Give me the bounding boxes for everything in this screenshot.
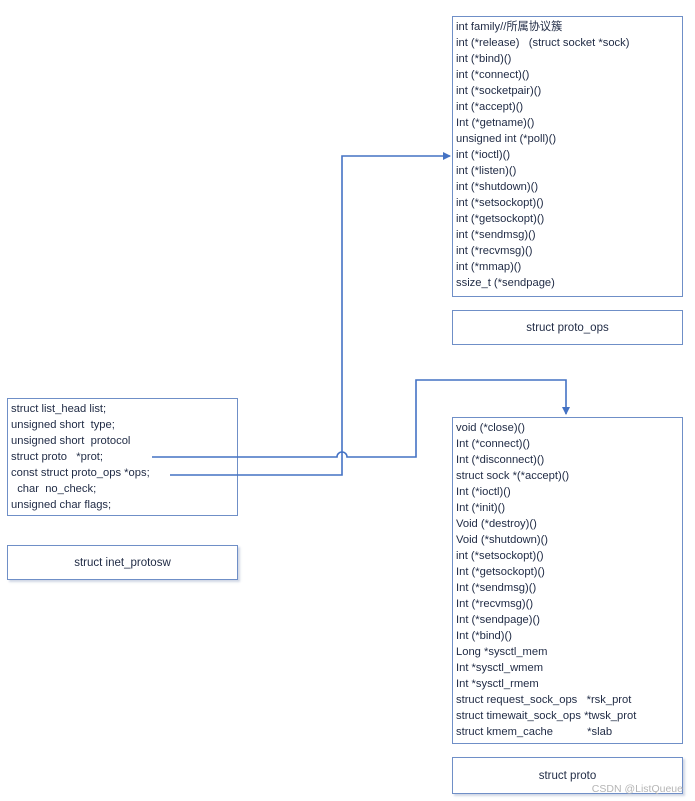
proto-field: struct timewait_sock_ops *twsk_prot xyxy=(456,710,637,722)
watermark: CSDN @ListQueue xyxy=(591,783,683,795)
proto-field: int (*setsockopt)() xyxy=(456,550,544,562)
proto-ops-field: int (*accept)() xyxy=(456,101,524,113)
ops-to-proto-ops-arrow xyxy=(170,152,451,476)
inet-protosw-field: struct proto *prot; xyxy=(11,451,104,463)
proto-ops-title-box: struct proto_ops xyxy=(452,310,683,345)
proto-field: Int (*connect)() xyxy=(456,438,530,450)
proto-field: struct sock *(*accept)() xyxy=(456,470,570,482)
inet-protosw-title: struct inet_protosw xyxy=(74,556,171,569)
proto-ops-field: int (*release) (struct socket *sock) xyxy=(456,37,630,49)
proto-ops-field: ssize_t (*sendpage) xyxy=(456,277,555,289)
proto-field: Int (*init)() xyxy=(456,502,506,514)
proto-field: Int (*ioctl)() xyxy=(456,486,511,498)
proto-field: Int (*bind)() xyxy=(456,630,512,642)
proto-field: struct request_sock_ops *rsk_prot xyxy=(456,694,632,706)
proto-ops-field-list: int family//所属协议簇 int (*release) (struct … xyxy=(453,17,682,291)
proto-field: Int (*sendmsg)() xyxy=(456,582,537,594)
proto-field: Int (*sendpage)() xyxy=(456,614,540,626)
proto-field-list: void (*close)() Int (*connect)() Int (*dis… xyxy=(453,418,682,740)
proto-title-box: struct proto xyxy=(452,757,683,794)
inet-protosw-field: unsigned char flags; xyxy=(11,499,112,511)
proto-field: Void (*destroy)() xyxy=(456,518,537,530)
proto-ops-field: int (*shutdown)() xyxy=(456,181,539,193)
proto-field: Int (*disconnect)() xyxy=(456,454,545,466)
inet-protosw-field: char no_check; xyxy=(11,483,97,495)
proto-field: Int (*getsockopt)() xyxy=(456,566,545,578)
inet-protosw-field: const struct proto_ops *ops; xyxy=(11,467,150,479)
prot-to-proto-arrow xyxy=(152,379,570,458)
proto-ops-fields-box: int family//所属协议簇 int (*release) (struct … xyxy=(452,16,683,297)
proto-ops-field: int (*sendmsg)() xyxy=(456,229,536,241)
proto-ops-field: unsigned int (*poll)() xyxy=(456,133,557,145)
proto-field: Int *sysctl_wmem xyxy=(456,662,544,674)
proto-ops-field: int (*getsockopt)() xyxy=(456,213,545,225)
inet-protosw-field: unsigned short protocol xyxy=(11,435,131,447)
proto-ops-field: int family//所属协议簇 xyxy=(456,21,563,33)
inet-protosw-field-list: struct list_head list; unsigned short typ… xyxy=(8,399,237,513)
inet-protosw-field: struct list_head list; xyxy=(11,403,107,415)
proto-field: Int *sysctl_rmem xyxy=(456,678,539,690)
proto-ops-field: int (*ioctl)() xyxy=(456,149,511,161)
proto-field: Int (*recvmsg)() xyxy=(456,598,534,610)
proto-field: void (*close)() xyxy=(456,422,526,434)
inet-protosw-field: unsigned short type; xyxy=(11,419,115,431)
proto-ops-field: Int (*getname)() xyxy=(456,117,535,129)
proto-ops-field: int (*recvmsg)() xyxy=(456,245,533,257)
proto-ops-field: int (*mmap)() xyxy=(456,261,522,273)
proto-ops-field: int (*listen)() xyxy=(456,165,517,177)
proto-ops-field: int (*setsockopt)() xyxy=(456,197,544,209)
proto-fields-box: void (*close)() Int (*connect)() Int (*dis… xyxy=(452,417,683,744)
proto-field: Long *sysctl_mem xyxy=(456,646,548,658)
proto-field: struct kmem_cache *slab xyxy=(456,726,613,738)
inet-protosw-title-box: struct inet_protosw xyxy=(7,545,238,580)
proto-ops-field: int (*bind)() xyxy=(456,53,512,65)
proto-field: Void (*shutdown)() xyxy=(456,534,549,546)
proto-ops-title: struct proto_ops xyxy=(526,321,609,334)
proto-ops-field: int (*connect)() xyxy=(456,69,530,81)
proto-title: struct proto xyxy=(538,769,597,782)
proto-ops-field: int (*socketpair)() xyxy=(456,85,542,97)
